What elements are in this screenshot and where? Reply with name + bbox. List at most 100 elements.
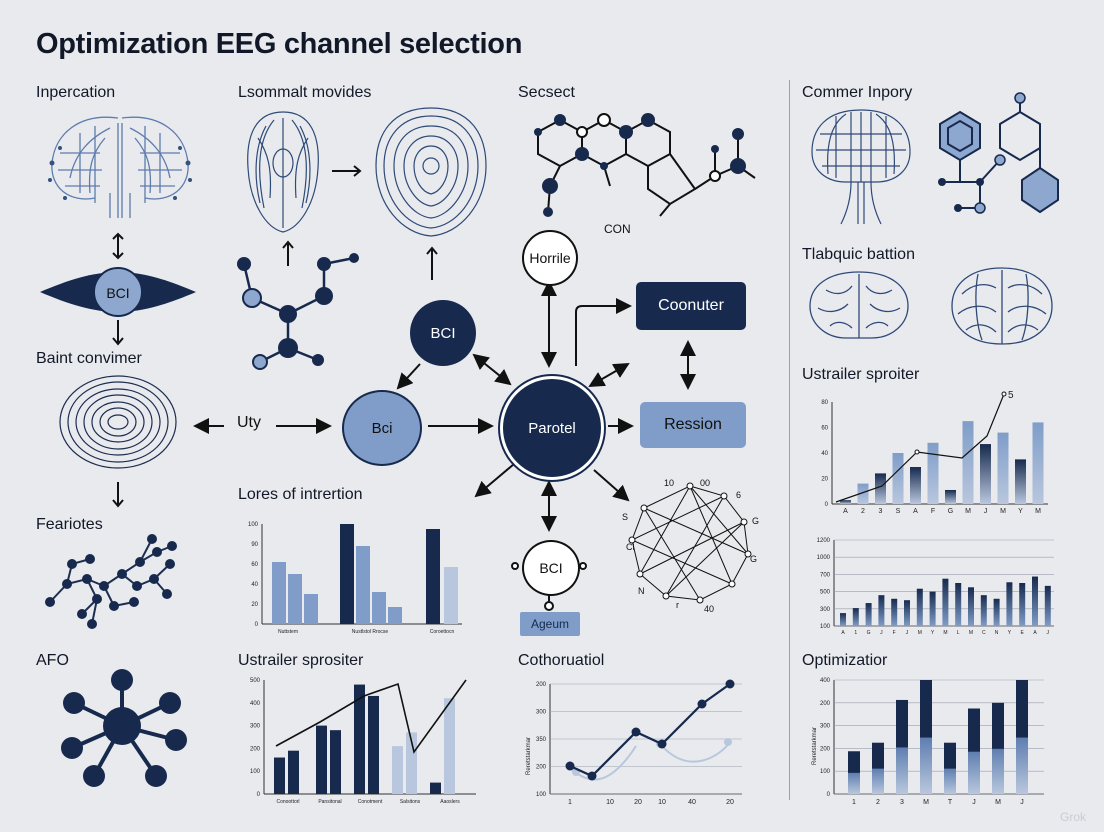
molecule-structure-icon bbox=[237, 253, 359, 370]
y-axis-label: Reretstarkmar bbox=[526, 737, 532, 775]
line-point bbox=[914, 449, 920, 455]
section-label-convimer: Baint convimer bbox=[36, 350, 142, 367]
x-tick-label: L bbox=[957, 630, 960, 636]
bci-mid-node[interactable]: Bci bbox=[342, 390, 422, 466]
bar bbox=[304, 594, 318, 624]
uty-label: Uty bbox=[237, 414, 261, 431]
right-arrow-icon-1 bbox=[332, 165, 362, 177]
ring-network-icon bbox=[628, 482, 752, 604]
ageum-node[interactable]: Ageum bbox=[520, 612, 580, 636]
y-tick-label: 300 bbox=[250, 724, 261, 730]
hexagon-molecule-icon bbox=[938, 92, 1059, 214]
bar bbox=[1019, 583, 1026, 626]
x-tick-label: 2 bbox=[861, 508, 865, 515]
bar bbox=[968, 587, 974, 626]
bar bbox=[354, 684, 365, 794]
ring-label: 10 bbox=[664, 478, 675, 488]
bar bbox=[927, 442, 939, 504]
x-tick-label: Y bbox=[931, 630, 935, 636]
bar bbox=[929, 591, 936, 626]
y-tick-label: 700 bbox=[820, 572, 831, 578]
x-tick-label: 2 bbox=[876, 799, 880, 806]
up-arrow-icon-1 bbox=[282, 240, 294, 266]
bar bbox=[368, 695, 379, 794]
section-label-sprositer: Ustrailer sprositer bbox=[238, 652, 364, 669]
bar bbox=[920, 680, 932, 794]
y-tick-label: 0 bbox=[257, 792, 261, 798]
y-tick-label: 60 bbox=[251, 562, 258, 568]
bar bbox=[875, 473, 886, 504]
x-tick-label: M bbox=[943, 630, 947, 636]
x-tick-label: A bbox=[913, 508, 918, 515]
y-tick-label: 60 bbox=[821, 426, 828, 432]
y-axis-label: Reretstarkmar bbox=[812, 727, 818, 765]
ression-node[interactable]: Ression bbox=[640, 402, 746, 448]
x-tick-label: 3 bbox=[900, 799, 904, 806]
x-tick-label: Conoottorl bbox=[276, 799, 299, 805]
molecule-network-icon bbox=[45, 534, 177, 629]
x-tick-label: A bbox=[841, 630, 845, 636]
line-point bbox=[1001, 391, 1007, 397]
y-tick-label: 100 bbox=[536, 792, 547, 798]
y-tick-label: 400 bbox=[820, 678, 831, 684]
section-label-movides: Lsommalt movides bbox=[238, 84, 372, 101]
x-tick-label: 20 bbox=[726, 799, 734, 806]
brain-outline-icon-1 bbox=[809, 271, 909, 339]
hub-network-icon bbox=[61, 669, 187, 787]
bar bbox=[1032, 576, 1038, 626]
bar bbox=[980, 595, 987, 626]
secondary-point bbox=[724, 738, 732, 746]
y-tick-label: 40 bbox=[251, 582, 258, 588]
x-tick-label: 10 bbox=[606, 799, 614, 806]
bar bbox=[892, 453, 904, 504]
x-tick-label: M bbox=[995, 799, 1001, 806]
chemical-structure-icon bbox=[534, 113, 756, 217]
x-tick-label: J bbox=[1020, 799, 1024, 806]
y-tick-label: 350 bbox=[536, 737, 547, 743]
x-tick-label: M bbox=[1035, 508, 1041, 515]
section-label-tlabquic: Tlabquic battion bbox=[802, 246, 915, 263]
bar bbox=[372, 592, 386, 624]
bar bbox=[891, 598, 898, 626]
bar bbox=[968, 708, 980, 794]
x-tick-label: Nuttstem bbox=[278, 629, 298, 635]
section-label-cothoruatiol: Cothoruatiol bbox=[518, 652, 605, 669]
bar bbox=[992, 702, 1004, 794]
bci-bottom-node[interactable]: BCI bbox=[522, 540, 580, 596]
x-tick-label: J bbox=[972, 799, 976, 806]
bci-dark-node[interactable]: BCI bbox=[410, 300, 476, 366]
y-tick-label: 100 bbox=[820, 624, 831, 630]
y-tick-label: 200 bbox=[536, 682, 547, 688]
bar bbox=[426, 529, 440, 624]
x-tick-label: J bbox=[1047, 630, 1050, 636]
bar bbox=[330, 730, 341, 794]
x-tick-label: Salsitons bbox=[400, 799, 421, 805]
horrile-node[interactable]: Horrile bbox=[522, 230, 578, 286]
ring-label: G bbox=[750, 554, 758, 564]
x-tick-label: 3 bbox=[879, 508, 883, 515]
bci-eye-label: BCI bbox=[106, 285, 130, 301]
x-tick-label: 1 bbox=[568, 799, 572, 806]
y-tick-label: 500 bbox=[820, 590, 831, 596]
y-tick-label: 100 bbox=[820, 769, 831, 775]
coonuter-node[interactable]: Coonuter bbox=[636, 282, 746, 330]
center-hub-node[interactable]: Parotel bbox=[500, 376, 604, 480]
x-tick-label: 1 bbox=[854, 630, 857, 636]
brain-outline-icon-2 bbox=[951, 267, 1053, 345]
y-tick-label: 100 bbox=[250, 769, 261, 775]
bar bbox=[1015, 459, 1026, 504]
trend-line bbox=[835, 393, 1005, 503]
bar bbox=[1032, 422, 1044, 504]
con-label: CON bbox=[604, 222, 631, 236]
y-tick-label: 1000 bbox=[817, 555, 831, 561]
x-tick-label: G bbox=[867, 630, 871, 636]
ring-label: N bbox=[638, 586, 645, 596]
bar bbox=[340, 524, 354, 624]
section-label-commer: Commer Inpory bbox=[802, 84, 913, 101]
